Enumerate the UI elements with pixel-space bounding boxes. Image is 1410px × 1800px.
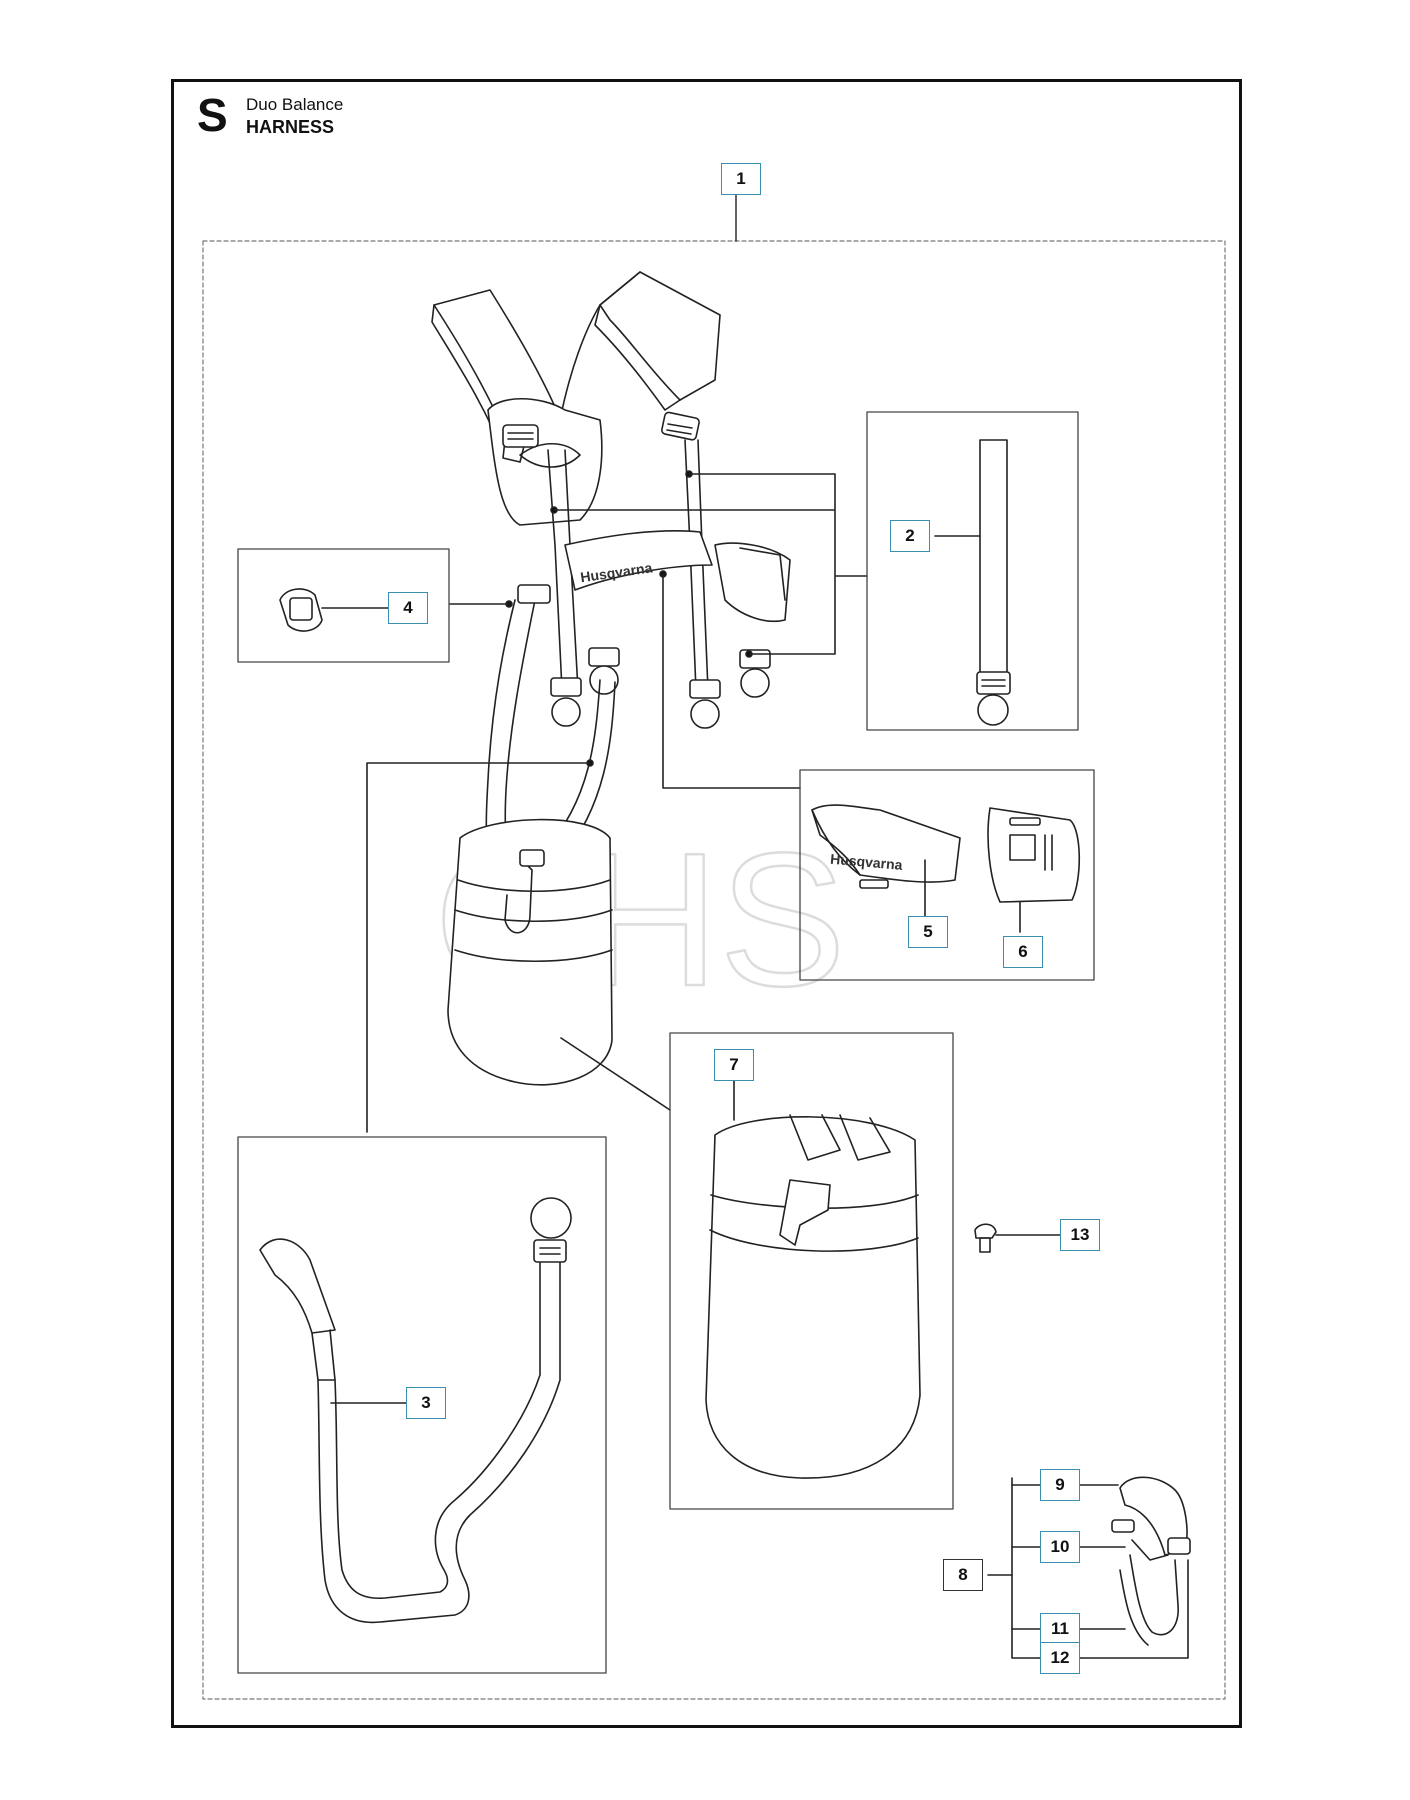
- callout-3[interactable]: 3: [406, 1387, 446, 1419]
- pad-part-5: Husqvarna: [811, 804, 961, 889]
- leader-item-5-6: [662, 573, 801, 789]
- callout-8[interactable]: 8: [943, 1559, 983, 1591]
- brand-text-part-5: Husqvarna: [830, 851, 904, 873]
- callout-11[interactable]: 11: [1040, 1613, 1080, 1645]
- callout-13[interactable]: 13: [1060, 1219, 1100, 1251]
- box-item-7: [669, 1032, 954, 1510]
- callout-6[interactable]: 6: [1003, 936, 1043, 968]
- box-items-5-6: [799, 769, 1095, 981]
- callout-10[interactable]: 10: [1040, 1531, 1080, 1563]
- callout-9[interactable]: 9: [1040, 1469, 1080, 1501]
- callout-1[interactable]: 1: [721, 163, 761, 195]
- bag-part-7: [705, 1114, 921, 1479]
- callout-5[interactable]: 5: [908, 916, 948, 948]
- leader-item-3: [366, 762, 591, 1133]
- assembly-boundary: [202, 240, 1226, 1700]
- diagram-title: Duo Balance: [246, 95, 344, 114]
- pad-part-6: [987, 807, 1081, 903]
- diagram-subtitle: HARNESS: [246, 117, 335, 137]
- bracket-8: [1011, 1477, 1189, 1659]
- leader-item-7: [560, 1037, 671, 1111]
- screw-part-13: [974, 1223, 997, 1253]
- callout-2[interactable]: 2: [890, 520, 930, 552]
- diagram-frame: [171, 79, 1242, 1728]
- harness-assembly: Husqvarna: [431, 271, 791, 1042]
- bag-assembly: [447, 818, 613, 1086]
- buckle-part-4: [279, 588, 323, 632]
- strap-part-2: [976, 439, 1011, 726]
- hook-assembly-8: [1111, 1476, 1191, 1646]
- leaders-item-2: [553, 473, 868, 655]
- callout-4[interactable]: 4: [388, 592, 428, 624]
- strap-part-3: [259, 1197, 572, 1624]
- box-item-3: [237, 1136, 607, 1674]
- section-letter: S: [197, 89, 228, 141]
- callout-12[interactable]: 12: [1040, 1642, 1080, 1674]
- box-item-4: [237, 548, 450, 663]
- callout-7[interactable]: 7: [714, 1049, 754, 1081]
- box-item-2: [866, 411, 1079, 731]
